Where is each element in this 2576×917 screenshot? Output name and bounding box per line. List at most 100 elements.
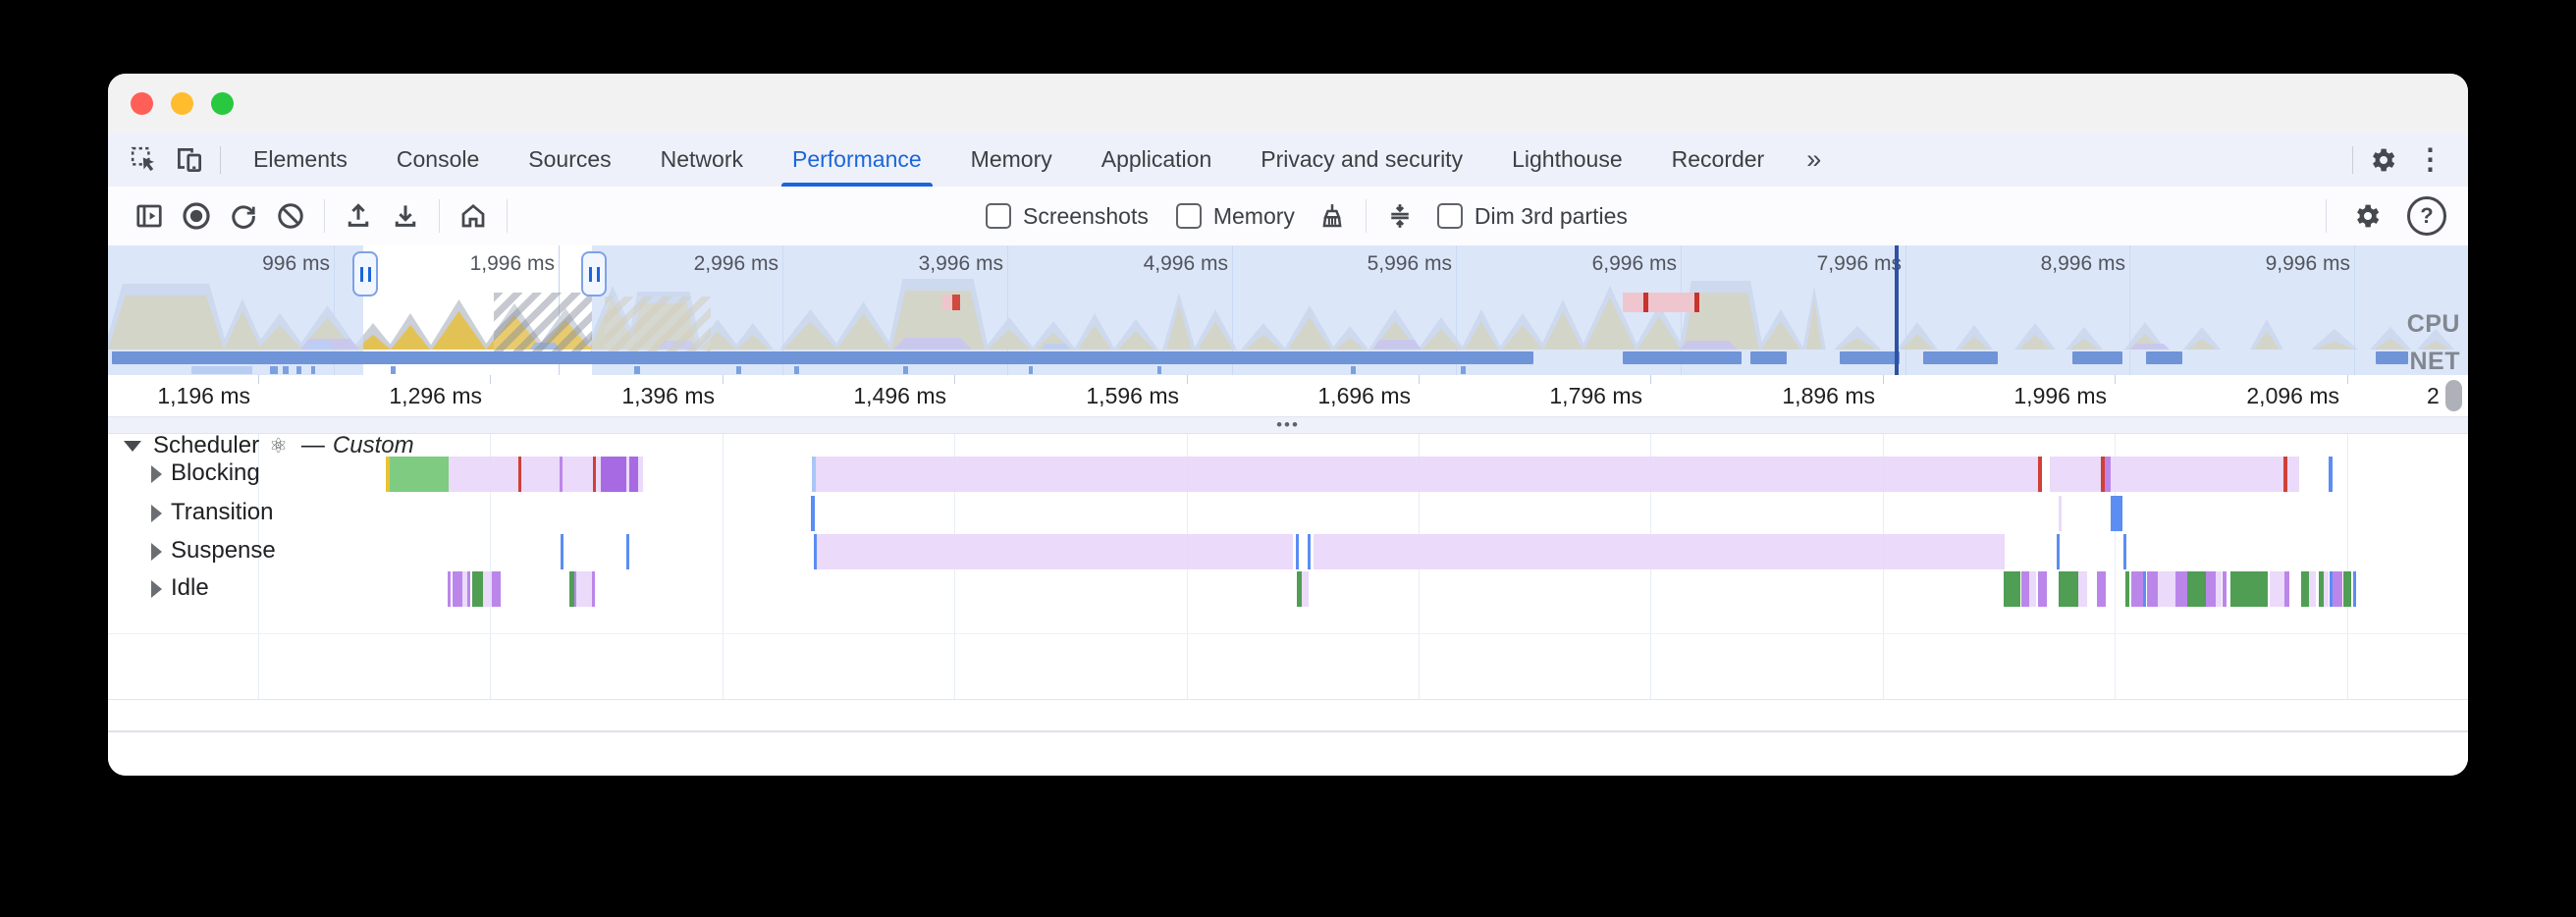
selection-handle-left[interactable] (352, 251, 378, 297)
flame-bar[interactable] (2111, 496, 2122, 531)
track-header-scheduler[interactable]: Scheduler ⚛ — Custom (124, 432, 414, 458)
flame-bar[interactable] (574, 571, 576, 607)
flame-bar[interactable] (386, 457, 390, 492)
reload-icon[interactable] (220, 194, 267, 238)
sidebar-toggle-icon[interactable] (126, 194, 173, 238)
flame-bar[interactable] (2353, 571, 2356, 607)
flame-bar[interactable] (2147, 571, 2158, 607)
flame-bar[interactable] (2284, 571, 2289, 607)
flame-bar[interactable] (812, 457, 816, 492)
collapse-icon[interactable] (1376, 194, 1423, 238)
flame-bar[interactable] (2105, 457, 2111, 492)
flame-bar[interactable] (601, 457, 626, 492)
flame-bar[interactable] (2059, 571, 2078, 607)
flame-bar[interactable] (2283, 457, 2287, 492)
flame-bar[interactable] (2131, 571, 2143, 607)
inspect-element-icon[interactable] (122, 139, 167, 181)
flame-bar[interactable] (2004, 571, 2020, 607)
clear-icon[interactable] (267, 194, 314, 238)
flame-bar[interactable] (561, 534, 564, 569)
flame-bar[interactable] (816, 457, 2038, 492)
flame-bar[interactable] (2324, 571, 2329, 607)
flame-bar[interactable] (2097, 571, 2106, 607)
collapse-triangle-icon[interactable] (124, 440, 141, 452)
flame-bar[interactable] (453, 571, 462, 607)
memory-checkbox[interactable]: Memory (1175, 203, 1295, 230)
panel-resize-handle[interactable]: ••• (108, 416, 2468, 434)
flame-bar[interactable] (593, 457, 596, 492)
flame-bar[interactable] (2111, 457, 2283, 492)
flame-bar[interactable] (2125, 571, 2129, 607)
kebab-menu-icon[interactable]: ⋮ (2416, 144, 2444, 176)
flame-bar[interactable] (472, 571, 483, 607)
flame-bar[interactable] (2059, 496, 2062, 531)
tab-elements[interactable]: Elements (253, 146, 348, 172)
flame-bar[interactable] (2101, 457, 2105, 492)
flame-bar[interactable] (1314, 534, 2005, 569)
upload-profile-icon[interactable] (335, 194, 382, 238)
traffic-light-zoom[interactable] (211, 92, 234, 115)
more-tabs-button[interactable]: » (1806, 144, 1822, 174)
flame-bar[interactable] (2021, 571, 2029, 607)
flame-bar[interactable] (576, 571, 592, 607)
checkbox-box[interactable] (1175, 203, 1202, 229)
flame-bar[interactable] (390, 457, 449, 492)
flame-bar[interactable] (2333, 571, 2342, 607)
flame-bar[interactable] (2038, 571, 2047, 607)
flame-bar[interactable] (2330, 571, 2333, 607)
record-icon[interactable] (173, 194, 220, 238)
flame-bar[interactable] (629, 457, 638, 492)
flame-bar[interactable] (2309, 571, 2316, 607)
flame-bar[interactable] (592, 571, 595, 607)
collect-garbage-icon[interactable] (1309, 194, 1356, 238)
flame-bar[interactable] (560, 457, 563, 492)
flame-bar[interactable] (2123, 534, 2126, 569)
tab-recorder[interactable]: Recorder (1671, 146, 1765, 172)
capture-settings-gear-icon[interactable] (2344, 194, 2391, 238)
download-profile-icon[interactable] (382, 194, 429, 238)
expand-triangle-icon[interactable] (151, 465, 162, 483)
settings-gear-icon[interactable] (2361, 139, 2406, 181)
screenshots-checkbox[interactable]: Screenshots (986, 203, 1149, 230)
flame-bar[interactable] (2187, 571, 2206, 607)
help-icon[interactable]: ? (2407, 196, 2446, 236)
expand-triangle-icon[interactable] (151, 543, 162, 561)
checkbox-box[interactable] (1436, 203, 1463, 229)
selection-handle-right[interactable] (581, 251, 607, 297)
tab-performance[interactable]: Performance (768, 133, 946, 187)
flame-bar[interactable] (518, 457, 521, 492)
flame-bar[interactable] (626, 534, 629, 569)
flame-bar[interactable] (2301, 571, 2309, 607)
flame-bar[interactable] (1297, 571, 1302, 607)
flame-bar[interactable] (2287, 457, 2299, 492)
device-toolbar-icon[interactable] (167, 139, 212, 181)
flame-bar[interactable] (483, 571, 492, 607)
flame-bar[interactable] (462, 571, 467, 607)
checkbox-box[interactable] (986, 203, 1011, 229)
flame-bar[interactable] (2230, 571, 2268, 607)
flame-bar[interactable] (2206, 571, 2216, 607)
flame-bar[interactable] (2050, 457, 2101, 492)
flame-bar[interactable] (811, 496, 815, 531)
flame-bar[interactable] (2270, 571, 2284, 607)
tab-sources[interactable]: Sources (528, 146, 612, 172)
flame-bar[interactable] (817, 534, 1293, 569)
flame-bar[interactable] (1302, 571, 1309, 607)
flame-bar[interactable] (2343, 571, 2351, 607)
flame-bar[interactable] (569, 571, 574, 607)
flame-bar[interactable] (467, 571, 470, 607)
tab-console[interactable]: Console (396, 146, 480, 172)
flame-bar[interactable] (2029, 571, 2036, 607)
flame-bar[interactable] (448, 571, 451, 607)
dim-3rd-parties-checkbox[interactable]: Dim 3rd parties (1436, 203, 1628, 230)
flame-bar[interactable] (2223, 571, 2227, 607)
flame-bar[interactable] (2216, 571, 2222, 607)
flame-bar[interactable] (1308, 534, 1311, 569)
tab-application[interactable]: Application (1100, 146, 1212, 172)
tab-network[interactable]: Network (660, 146, 743, 172)
tab-memory[interactable]: Memory (970, 146, 1052, 172)
flame-bar[interactable] (2158, 571, 2175, 607)
